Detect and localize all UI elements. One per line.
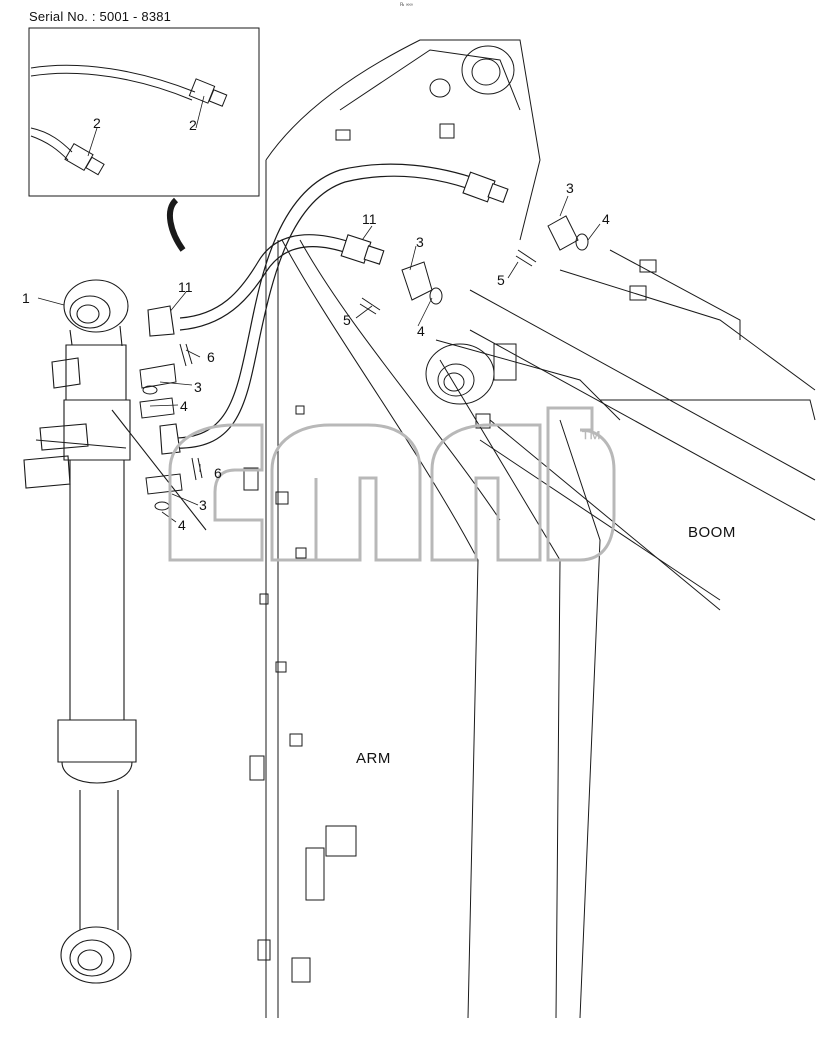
callout-3: 3 [566,180,574,196]
callout-4: 4 [417,323,425,339]
watermark-tm: ™ [580,426,603,451]
detail-inset-box [28,27,260,197]
callout-2: 2 [93,115,101,131]
callout-4: 4 [602,211,610,227]
callout-1: 1 [22,290,30,306]
callout-4: 4 [180,398,188,414]
callout-3: 3 [194,379,202,395]
callout-3: 3 [199,497,207,513]
arm-brackets [243,123,657,983]
hose-lines [169,163,481,449]
callout-11: 11 [362,211,377,227]
callout-6: 6 [214,465,222,481]
callout-5: 5 [497,272,505,288]
callout-4: 4 [178,517,186,533]
callout-2: 2 [189,117,197,133]
corner-mark: ℞ ∞∞ [400,2,414,8]
serial-number: Serial No. : 5001 - 8381 [29,9,172,24]
boom-structure [265,39,816,611]
hydraulic-cylinder [23,279,207,984]
inset-hoses [30,64,228,176]
callout-3: 3 [416,234,424,250]
callout-6: 6 [207,349,215,365]
hose-fittings [147,171,509,455]
leader-lines [37,95,601,523]
callout-5: 5 [343,312,351,328]
boom-label: BOOM [688,524,736,541]
watermark-logo [168,406,616,562]
arm-label: ARM [356,750,391,767]
detail-arrow [166,197,186,252]
callout-11: 11 [178,279,193,295]
